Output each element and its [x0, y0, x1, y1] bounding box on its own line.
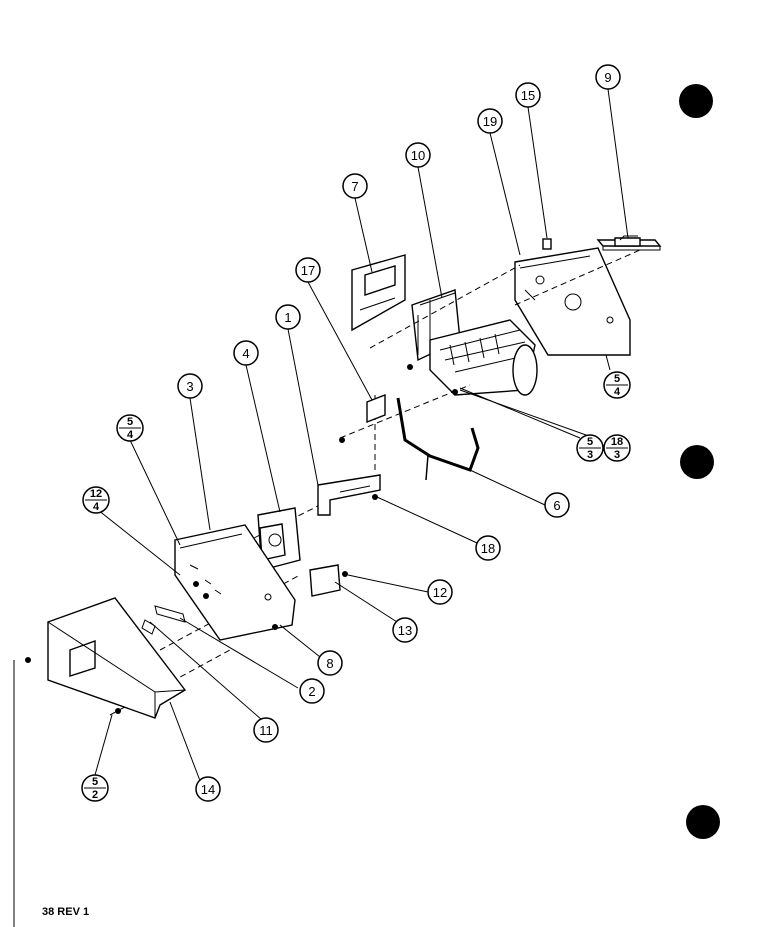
- fraction-5-4-right-bottom: 4: [614, 386, 621, 398]
- callout-2: 2: [299, 678, 325, 704]
- callout-4-label: 4: [242, 346, 249, 361]
- callout-14-label: 14: [201, 782, 215, 797]
- callout-8: 8: [317, 650, 343, 676]
- callout-9-label: 9: [604, 70, 611, 85]
- binder-hole-middle: [680, 445, 714, 479]
- part-housing-3: [174, 524, 296, 641]
- callout-2-label: 2: [308, 684, 315, 699]
- assembly-line-d: [514, 249, 641, 306]
- fraction-callout-5-4-left: 5 4: [116, 414, 144, 442]
- page-number: 38 REV 1: [42, 906, 90, 918]
- callout-19: 19: [477, 108, 503, 134]
- callout-15: 15: [515, 82, 541, 108]
- fraction-callout-12-4: 12 4: [82, 486, 110, 514]
- fraction-5-3-bottom: 3: [587, 449, 593, 461]
- callout-1: 1: [275, 304, 301, 330]
- callout-10-label: 10: [411, 148, 425, 163]
- callout-6: 6: [544, 492, 570, 518]
- callout-13: 13: [392, 617, 418, 643]
- assembly-line-a: [369, 264, 521, 349]
- callout-18: 18: [475, 535, 501, 561]
- callout-1-label: 1: [284, 310, 291, 325]
- fraction-callout-18-3: 18 3: [603, 434, 631, 462]
- fraction-5-4-right-top: 5: [614, 373, 620, 385]
- fraction-callout-5-2: 5 2: [81, 774, 109, 802]
- callout-4: 4: [233, 340, 259, 366]
- part-clip-11: [141, 619, 156, 635]
- fraction-5-2-top: 5: [92, 776, 98, 788]
- fraction-callout-5-4-right: 5 4: [603, 371, 631, 399]
- fraction-18-3-bottom: 3: [614, 449, 620, 461]
- part-cover-14: [47, 597, 187, 719]
- callout-7: 7: [342, 173, 368, 199]
- part-bracket-7: [351, 254, 406, 332]
- callout-17: 17: [295, 257, 321, 283]
- fraction-5-4-left-bottom: 4: [127, 429, 134, 441]
- binder-hole-top: [679, 84, 713, 118]
- fraction-12-4-top: 12: [90, 488, 102, 500]
- callout-10: 10: [405, 142, 431, 168]
- part-bracket-1: [317, 474, 381, 516]
- binder-hole-bottom: [686, 805, 720, 839]
- part-ice-mold: [429, 319, 538, 396]
- callout-18-label: 18: [481, 541, 495, 556]
- fraction-12-4-bottom: 4: [93, 501, 100, 513]
- screws: [25, 364, 458, 714]
- callout-17-label: 17: [301, 263, 315, 278]
- callout-3: 3: [177, 373, 203, 399]
- callout-9: 9: [595, 64, 621, 90]
- callout-12-label: 12: [433, 585, 447, 600]
- assembly-line-b: [339, 384, 471, 439]
- part-plate-19: [514, 247, 631, 356]
- part-lever-2: [154, 605, 186, 623]
- callout-8-label: 8: [326, 656, 333, 671]
- callout-6-label: 6: [553, 498, 560, 513]
- callout-12: 12: [427, 579, 453, 605]
- callout-14: 14: [195, 776, 221, 802]
- callout-13-label: 13: [398, 623, 412, 638]
- callout-19-label: 19: [483, 114, 497, 129]
- callout-11-label: 11: [259, 723, 273, 738]
- callout-15-label: 15: [521, 88, 535, 103]
- fraction-callout-5-3: 5 3: [576, 434, 604, 462]
- part-bracket-9: [596, 235, 662, 251]
- fraction-18-3-top: 18: [611, 436, 623, 448]
- part-switch-17: [366, 393, 386, 424]
- callout-11: 11: [253, 717, 279, 743]
- leader-lines: [94, 88, 629, 787]
- fraction-5-3-top: 5: [587, 436, 593, 448]
- callout-7-label: 7: [351, 179, 358, 194]
- part-clip-15: [542, 238, 552, 250]
- fraction-5-2-bottom: 2: [92, 789, 98, 801]
- fraction-5-4-left-top: 5: [127, 416, 133, 428]
- part-switch-13: [309, 564, 341, 597]
- part-wire-arm-6: [396, 397, 480, 481]
- part-motor-4: [257, 507, 301, 571]
- callout-3-label: 3: [186, 379, 193, 394]
